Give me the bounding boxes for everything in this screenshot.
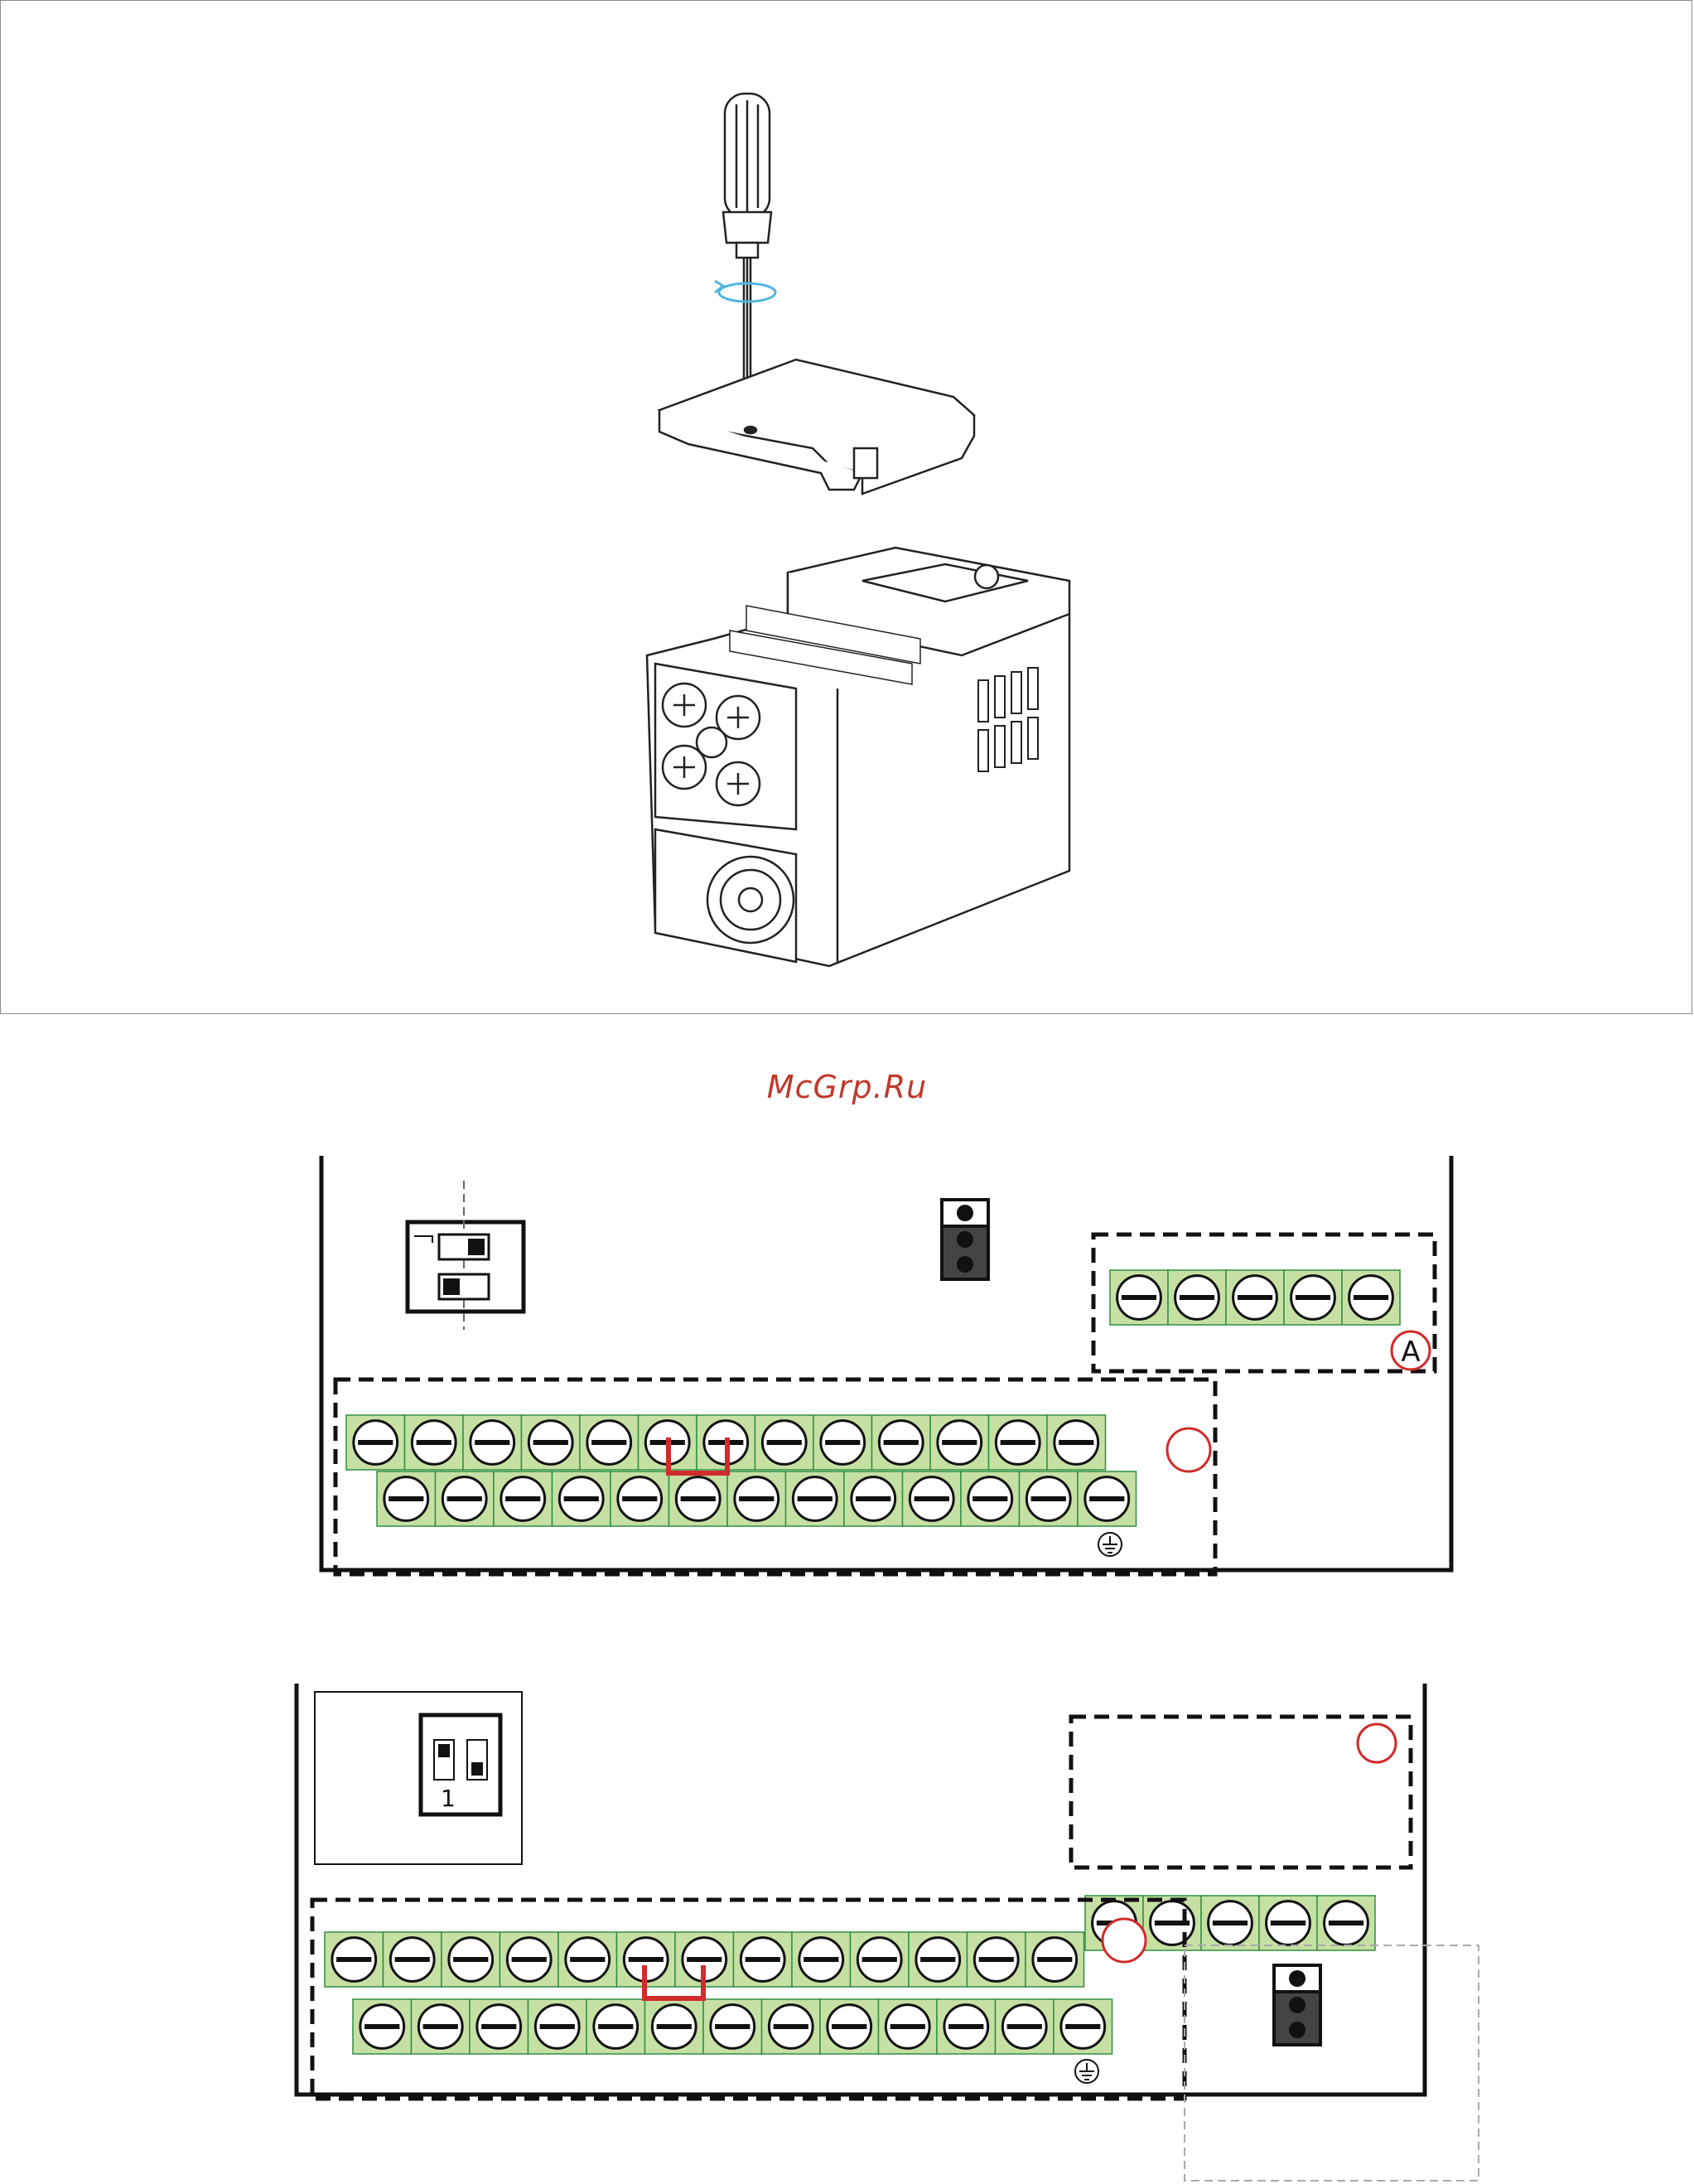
callout-marker-control-bottom xyxy=(1103,1919,1146,1962)
ground-icon xyxy=(1075,2060,1098,2083)
control-lower-terminal xyxy=(703,1999,762,2054)
control-lower-terminal xyxy=(586,1999,645,2054)
control-upper-terminal xyxy=(872,1415,931,1470)
control-lower-terminal xyxy=(996,1999,1055,2054)
control-upper-terminal xyxy=(346,1415,405,1470)
relay-terminal xyxy=(1110,1270,1168,1325)
relay-terminal xyxy=(1259,1896,1317,1950)
control-upper-terminal xyxy=(989,1415,1048,1470)
control-upper-terminal xyxy=(384,1932,442,1987)
control-lower-terminal xyxy=(1020,1471,1079,1526)
relay-terminal xyxy=(1342,1270,1400,1325)
control-lower-terminal xyxy=(470,1999,528,2054)
illustration-frame xyxy=(0,0,1692,1014)
control-upper-terminal xyxy=(580,1415,639,1470)
control-lower-terminal xyxy=(844,1471,903,1526)
control-lower-terminal xyxy=(353,1999,412,2054)
control-lower-terminal xyxy=(762,1999,821,2054)
wiring-diagram-top: A xyxy=(306,1152,1466,1582)
drive-cover-removal-illustration xyxy=(1,1,1693,1015)
control-lower-terminal xyxy=(494,1471,553,1526)
rotation-arrow-icon xyxy=(715,281,775,302)
label-a: A xyxy=(1401,1336,1420,1369)
control-lower-terminal xyxy=(436,1471,495,1526)
wiring-diagram-bottom: 1 xyxy=(282,1674,1491,2184)
control-upper-terminal xyxy=(851,1932,910,1987)
relay-terminal xyxy=(1317,1896,1375,1950)
control-lower-terminal xyxy=(937,1999,996,2054)
control-upper-terminal xyxy=(930,1415,989,1470)
control-lower-terminal xyxy=(727,1471,786,1526)
control-upper-terminal xyxy=(792,1932,851,1987)
terminal-row-lower-top xyxy=(377,1471,1137,1526)
control-upper-terminal xyxy=(1026,1932,1084,1987)
control-upper-terminal xyxy=(755,1415,814,1470)
control-upper-terminal xyxy=(813,1415,872,1470)
control-lower-terminal xyxy=(645,1999,704,2054)
jumper-zone-bottom xyxy=(1185,1945,1479,2181)
control-upper-terminal xyxy=(522,1415,581,1470)
control-upper-terminal xyxy=(442,1932,500,1987)
control-lower-terminal xyxy=(879,1999,938,2054)
control-upper-terminal xyxy=(734,1932,793,1987)
control-upper-terminal xyxy=(909,1932,968,1987)
dip-switch-bottom: 1 xyxy=(315,1692,522,1864)
callout-marker-top xyxy=(1167,1428,1210,1471)
control-upper-terminal xyxy=(463,1415,522,1470)
jumper-block-top xyxy=(942,1200,988,1279)
control-upper-terminal xyxy=(500,1932,559,1987)
relay-terminal-strip-top xyxy=(1110,1270,1400,1325)
control-lower-terminal xyxy=(412,1999,471,2054)
dip-label: 1 xyxy=(441,1785,456,1812)
control-upper-terminal xyxy=(405,1415,464,1470)
control-upper-terminal xyxy=(968,1932,1026,1987)
relay-terminal xyxy=(1143,1896,1201,1950)
control-lower-terminal xyxy=(1054,1999,1112,2054)
jumper-block-bottom xyxy=(1274,1965,1320,2045)
screwdriver-icon xyxy=(723,94,771,408)
cover-plate xyxy=(659,360,974,494)
control-lower-terminal xyxy=(377,1471,436,1526)
control-upper-terminal xyxy=(325,1932,384,1987)
cooling-fan-icon xyxy=(707,857,794,943)
control-lower-terminal xyxy=(786,1471,845,1526)
ground-icon xyxy=(1098,1533,1122,1556)
relay-terminal xyxy=(1201,1896,1259,1950)
watermark-text: McGrp.Ru xyxy=(0,1069,1694,1105)
relay-terminal xyxy=(1226,1270,1284,1325)
control-lower-terminal xyxy=(611,1471,669,1526)
control-upper-terminal xyxy=(558,1932,617,1987)
control-lower-terminal xyxy=(528,1999,587,2054)
callout-marker-relay-bottom xyxy=(1358,1724,1396,1762)
control-upper-terminal xyxy=(1047,1415,1106,1470)
dip-switch-top xyxy=(408,1181,524,1330)
control-lower-terminal xyxy=(553,1471,611,1526)
control-lower-terminal xyxy=(1078,1471,1137,1526)
label-a-marker: A xyxy=(1392,1331,1430,1370)
control-lower-terminal xyxy=(903,1471,962,1526)
control-lower-terminal xyxy=(961,1471,1020,1526)
relay-terminal xyxy=(1284,1270,1342,1325)
control-lower-terminal xyxy=(820,1999,879,2054)
relay-terminal xyxy=(1168,1270,1226,1325)
terminal-row-lower-bottom xyxy=(353,1999,1112,2054)
control-lower-terminal xyxy=(669,1471,728,1526)
